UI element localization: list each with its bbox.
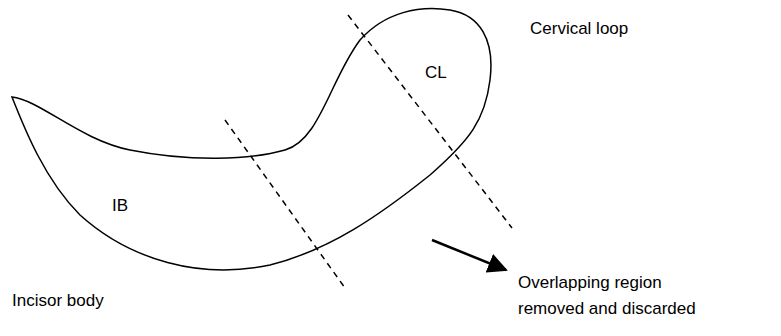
region-label: IB <box>112 193 128 219</box>
incisor-outline <box>12 9 491 270</box>
note: Overlapping region removed and discarded <box>518 270 713 322</box>
part-name: Cervical loop <box>530 16 628 42</box>
part-name: Incisor body <box>12 288 104 314</box>
cut-line <box>348 15 512 228</box>
pointer-arrow <box>432 240 506 270</box>
region-label: CL <box>425 60 447 86</box>
cut-line <box>225 120 345 288</box>
